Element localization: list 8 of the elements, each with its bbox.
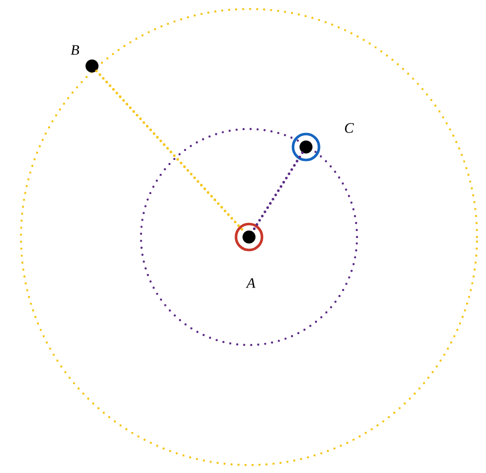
node-label: B <box>70 45 80 55</box>
node-label: C <box>345 123 354 133</box>
node-label: A <box>246 278 256 288</box>
point: B <box>70 45 98 72</box>
point: A <box>234 222 264 288</box>
connector-line <box>95 70 246 234</box>
point: C <box>292 123 354 162</box>
connector-line <box>251 151 304 233</box>
